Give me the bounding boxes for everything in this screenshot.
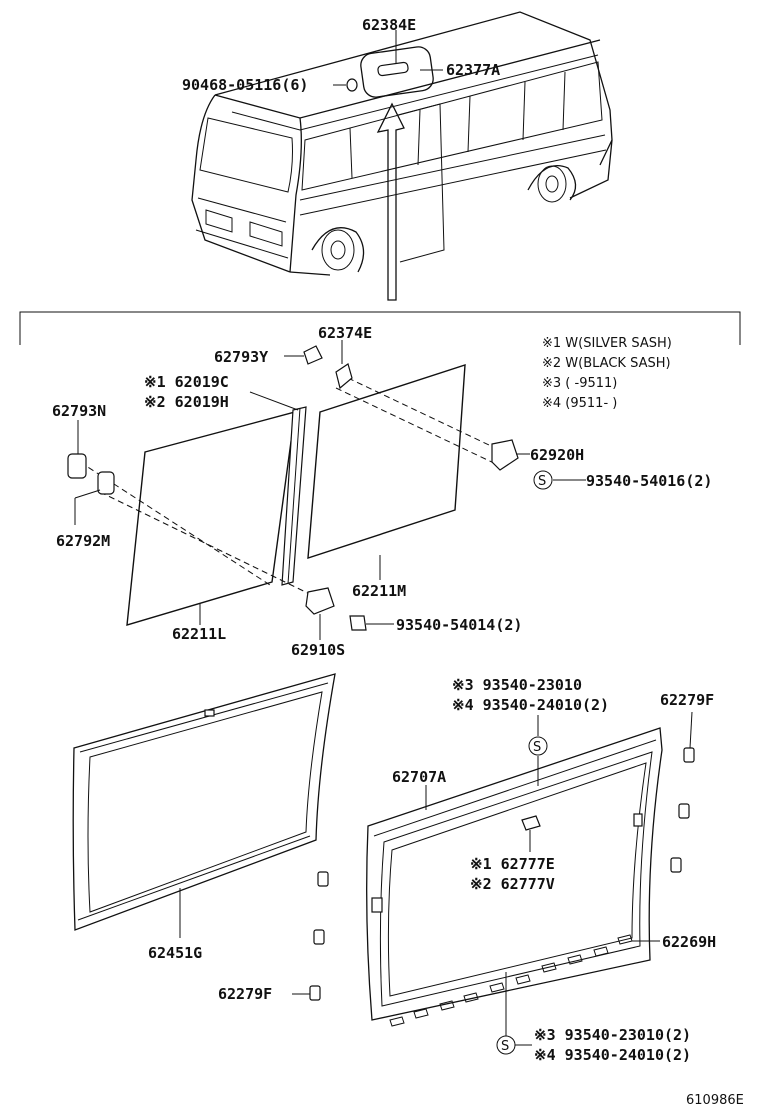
clip-62279F-top [683, 747, 695, 763]
notes-legend: ※1 W(SILVER SASH) ※2 W(BLACK SASH) ※3 ( … [542, 336, 672, 411]
label-62920H: 62920H [530, 446, 584, 464]
screw-symbol-54016 [533, 470, 553, 490]
label-62707A: 62707A [392, 768, 446, 786]
note-3: ※3 ( -9511) [542, 376, 617, 391]
label-62451G: 62451G [148, 944, 202, 962]
van-illustration [191, 11, 613, 301]
clip-62279F [317, 871, 329, 887]
clip-62279F [313, 929, 325, 945]
frame-assembly [72, 673, 695, 1027]
sash-side-clip [371, 897, 383, 913]
clip-62777E [521, 815, 541, 831]
label-62019H: ※2 62019H [144, 393, 229, 411]
screw-symbol-top [528, 736, 548, 756]
screw-symbol-54016-letter: S [538, 474, 546, 489]
label-93540-23010-2: ※3 93540-23010(2) [534, 1026, 691, 1044]
figure-id: 610986E [686, 1093, 744, 1108]
screw-93540-54014 [349, 615, 367, 631]
label-62279F-top: 62279F [660, 691, 714, 709]
stopper-62793N [67, 453, 87, 479]
label-62793Y: 62793Y [214, 348, 268, 366]
guide-62792M [97, 471, 115, 495]
sash-frame-62707A [366, 727, 663, 1021]
pane-62211L [126, 411, 296, 626]
screw-symbol-top-letter: S [533, 740, 541, 755]
window-assembly [67, 345, 519, 631]
label-62377A: 62377A [446, 61, 500, 79]
spacers-62269H [389, 934, 633, 1027]
label-93540-24010-2: ※4 93540-24010(2) [534, 1046, 691, 1064]
label-62211M: 62211M [352, 582, 406, 600]
label-90468-05116: 90468-05116(6) [182, 76, 308, 94]
clip-62279F-bottom [309, 985, 321, 1001]
pane-62211M [307, 364, 466, 559]
label-93540-54014: 93540-54014(2) [396, 616, 522, 634]
clip-62279F [670, 857, 682, 873]
label-93540-24010: ※4 93540-24010(2) [452, 696, 609, 714]
label-62374E: 62374E [318, 324, 372, 342]
latch-62920H [491, 439, 519, 471]
latch-62910S [305, 587, 335, 615]
note-4: ※4 (9511- ) [542, 396, 617, 411]
screw-symbol-bottom [496, 1035, 516, 1055]
weatherstrip-clip [204, 709, 215, 717]
label-62279F-bottom: 62279F [218, 985, 272, 1003]
stopper-62793Y [303, 345, 323, 365]
latch-62374E [335, 363, 353, 390]
label-62793N: 62793N [52, 402, 106, 420]
label-62384E: 62384E [362, 16, 416, 34]
label-62792M: 62792M [56, 532, 110, 550]
group-bracket [19, 311, 741, 345]
weatherstrip-62451G [72, 673, 336, 931]
label-62019C: ※1 62019C [144, 373, 229, 391]
label-62211L: 62211L [172, 625, 226, 643]
label-62269H: 62269H [662, 933, 716, 951]
label-93540-54016: 93540-54016(2) [586, 472, 712, 490]
clip-62279F [678, 803, 690, 819]
sash-side-clip-right [633, 813, 643, 827]
note-1: ※1 W(SILVER SASH) [542, 336, 672, 351]
label-62910S: 62910S [291, 641, 345, 659]
screw-symbol-bottom-letter: S [501, 1039, 509, 1054]
label-62777E: ※1 62777E [470, 855, 555, 873]
note-2: ※2 W(BLACK SASH) [542, 356, 671, 371]
label-62777V: ※2 62777V [470, 875, 555, 893]
label-93540-23010: ※3 93540-23010 [452, 676, 582, 694]
